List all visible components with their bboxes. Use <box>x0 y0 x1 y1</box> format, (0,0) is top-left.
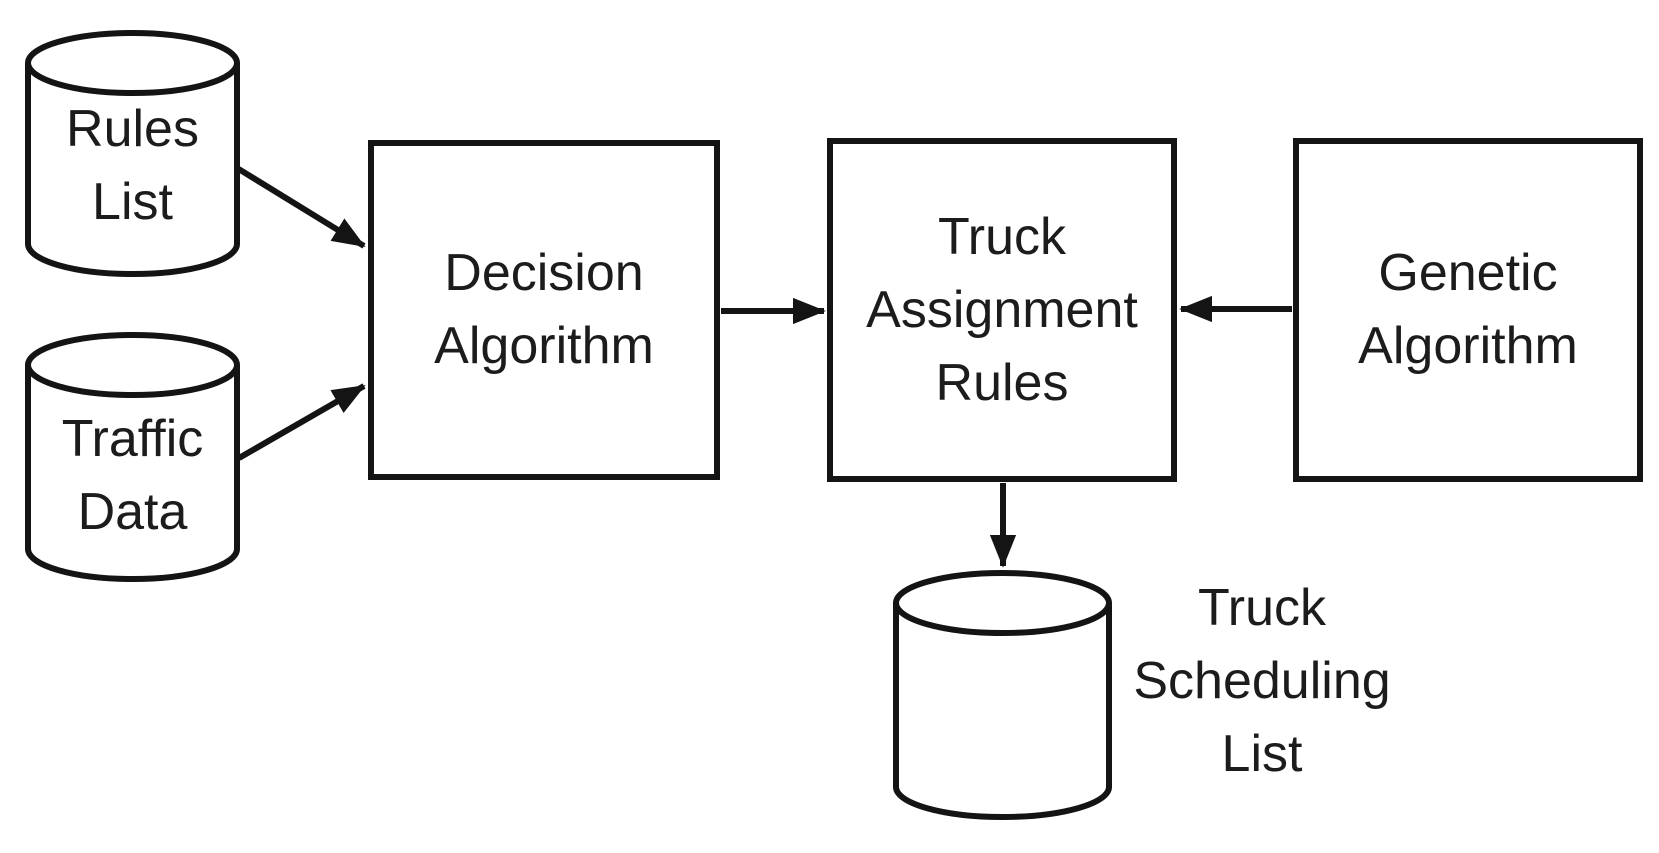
node-label-line: Traffic <box>61 410 204 468</box>
cylinder-shape-traffic-data <box>25 332 240 582</box>
node-rules-list-label: Rules List <box>25 93 240 239</box>
node-label-line: Rules <box>935 353 1069 412</box>
cylinder-shape-rules-list <box>25 30 240 277</box>
arrow-rules-list-to-decision-algorithm <box>235 165 366 249</box>
node-label-line: Algorithm <box>434 317 654 375</box>
node-traffic-data: Traffic Data <box>25 332 240 585</box>
node-decision-algorithm: Decision Algorithm <box>368 140 720 480</box>
node-traffic-data-label: Traffic Data <box>25 403 240 549</box>
node-label-line: Scheduling <box>1133 652 1391 710</box>
node-label-line: Rules <box>66 100 199 158</box>
node-truck-assignment-rules: Truck Assignment Rules <box>827 138 1177 482</box>
node-label-line: List <box>92 173 173 231</box>
node-label-line: Algorithm <box>1358 317 1578 375</box>
node-label-line: Truck <box>937 207 1067 266</box>
node-label-line: Genetic <box>1378 244 1558 302</box>
node-label-line: Assignment <box>866 280 1138 339</box>
node-label-line: Truck <box>1197 579 1327 637</box>
node-truck-assignment-rules-label: Truck Assignment Rules <box>866 201 1138 420</box>
node-label-line: Decision <box>444 244 644 302</box>
node-genetic-algorithm-label: Genetic Algorithm <box>1358 237 1578 383</box>
node-rules-list: Rules List <box>25 30 240 280</box>
cylinder-shape-truck-scheduling-list <box>893 570 1112 820</box>
arrow-traffic-data-to-decision-algorithm <box>237 383 366 461</box>
node-label-line: Data <box>77 483 188 541</box>
node-truck-scheduling-list-label: Truck Scheduling List <box>1112 572 1412 791</box>
node-decision-algorithm-label: Decision Algorithm <box>434 237 654 383</box>
node-genetic-algorithm: Genetic Algorithm <box>1293 138 1643 482</box>
node-truck-scheduling-list <box>893 570 1112 823</box>
node-label-line: List <box>1221 725 1303 783</box>
